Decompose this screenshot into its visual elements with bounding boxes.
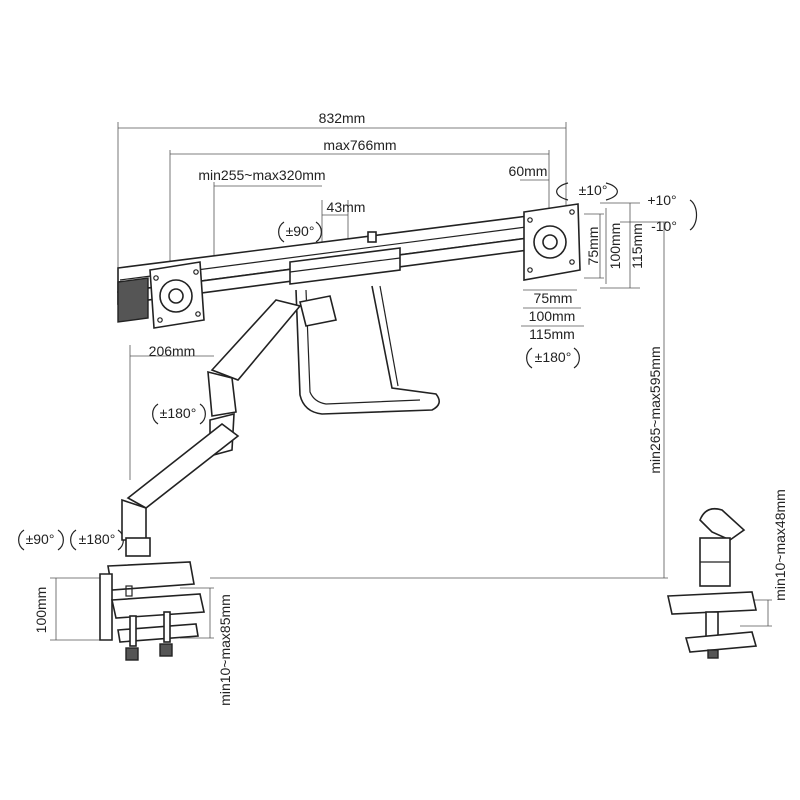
clamp-range-label: min10~max85mm bbox=[217, 594, 233, 706]
rotation-tilt-top: ±10° bbox=[556, 182, 618, 201]
dim-832: 832mm bbox=[117, 110, 567, 280]
arm-offset-label: 206mm bbox=[149, 343, 196, 359]
crossbar bbox=[117, 215, 529, 323]
dim-60: 60mm bbox=[509, 163, 549, 181]
dim-206: 206mm bbox=[129, 343, 214, 480]
dim-766: max766mm bbox=[169, 137, 550, 270]
svg-text:±180°: ±180° bbox=[535, 349, 572, 365]
vesa-v-115-label: 115mm bbox=[629, 223, 645, 269]
rotation-base-90: ±90° bbox=[18, 529, 64, 551]
max-span-label: max766mm bbox=[323, 137, 396, 153]
dim-clamp-range: min10~max85mm bbox=[180, 587, 233, 706]
dim-clamp-height: 100mm bbox=[33, 577, 100, 641]
svg-text:±90°: ±90° bbox=[26, 531, 55, 547]
vesa-v-100-label: 100mm bbox=[607, 223, 623, 270]
grommet-base bbox=[667, 507, 758, 659]
svg-text:+10°: +10° bbox=[647, 192, 676, 208]
rotation-base-180: ±180° bbox=[70, 529, 124, 551]
dim-vesa-v: 75mm 100mm 115mm bbox=[584, 202, 645, 289]
dim-vesa-h: 75mm 100mm 115mm bbox=[521, 289, 584, 342]
svg-text:-10°: -10° bbox=[651, 218, 677, 234]
total-width-label: 832mm bbox=[319, 110, 366, 126]
svg-text:±90°: ±90° bbox=[286, 223, 315, 239]
height-range-label: min265~max595mm bbox=[647, 346, 663, 473]
svg-text:±10°: ±10° bbox=[579, 182, 608, 198]
clamp-height-label: 100mm bbox=[33, 587, 49, 634]
vesa-plate-right bbox=[523, 203, 581, 281]
vesa-range-label: min255~max320mm bbox=[198, 167, 325, 183]
vesa-h-100-label: 100mm bbox=[529, 308, 576, 324]
dim-height: min265~max595mm bbox=[210, 221, 668, 579]
rotation-center: ±90° bbox=[278, 221, 322, 243]
svg-text:±180°: ±180° bbox=[79, 531, 116, 547]
rotation-tilt: +10° -10° bbox=[647, 192, 698, 234]
dim-vesa-range: min255~max320mm bbox=[198, 167, 326, 262]
desk-clamp bbox=[99, 561, 205, 661]
grommet-range-label: min10~max48mm bbox=[772, 489, 788, 601]
dim-43: 43mm bbox=[321, 199, 366, 245]
vesa-v-75-label: 75mm bbox=[585, 227, 601, 266]
vesa-h-75-label: 75mm bbox=[534, 290, 573, 306]
svg-text:±180°: ±180° bbox=[160, 405, 197, 421]
rotation-elbow: ±180° bbox=[152, 403, 206, 425]
vesa-h-115-label: 115mm bbox=[529, 326, 575, 342]
plate-width-label: 60mm bbox=[509, 163, 548, 179]
rotation-plate: ±180° bbox=[526, 347, 580, 369]
gas-spring-arm bbox=[121, 295, 337, 557]
vesa-plate-left bbox=[149, 261, 205, 329]
center-width-label: 43mm bbox=[327, 199, 366, 215]
